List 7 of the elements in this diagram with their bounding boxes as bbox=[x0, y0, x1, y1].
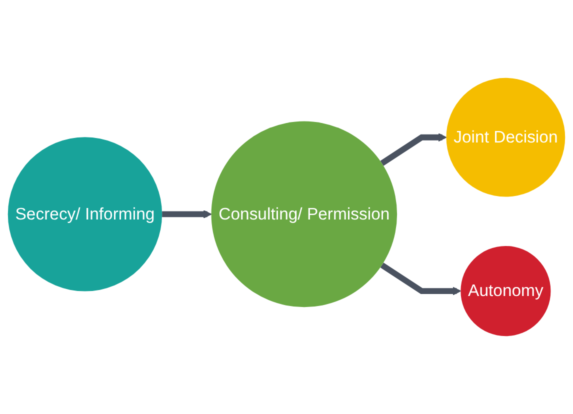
node-circle: Joint Decision bbox=[446, 78, 566, 197]
node-circle: Consulting/ Permission bbox=[211, 121, 398, 308]
node-circle: Autonomy bbox=[460, 246, 551, 336]
arrow bbox=[380, 133, 447, 166]
arrow bbox=[162, 210, 212, 219]
arrow bbox=[380, 262, 462, 296]
node-circle: Secrecy/ Informing bbox=[8, 137, 162, 292]
